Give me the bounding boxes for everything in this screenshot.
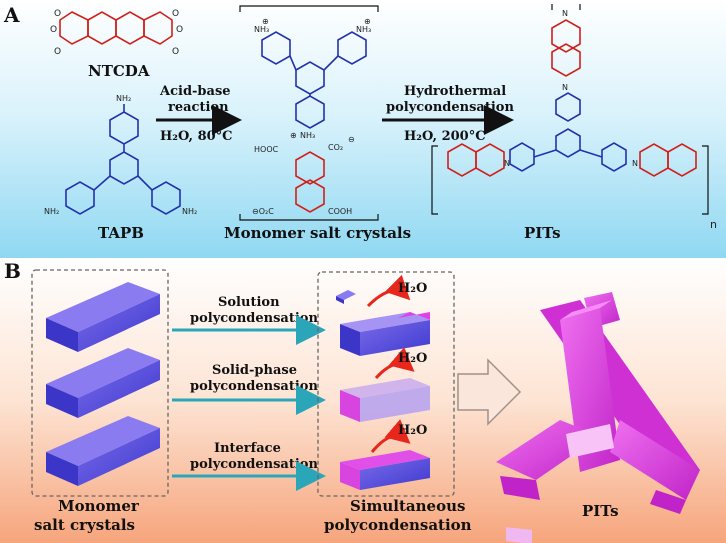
arrow2-text-1: Hydrothermal [404, 84, 506, 99]
arrow1-condition: H₂O, 80°C [160, 129, 233, 144]
svg-text:NH₃: NH₃ [254, 25, 269, 34]
salt-structure: ⊕ NH₃ ⊕ NH₃ ⊕ NH₃ HOOC CO₂ ⊖ ⊖O₂C COOH [239, 5, 379, 221]
route-interface-2: polycondensation [190, 457, 318, 472]
svg-text:CO₂: CO₂ [328, 143, 343, 152]
pits-label-a: PITs [524, 224, 561, 242]
svg-text:NH₂: NH₂ [44, 207, 59, 216]
ntcda-label: NTCDA [88, 62, 150, 80]
svg-text:O: O [172, 9, 179, 19]
route-interface-1: Interface [214, 441, 281, 456]
pits-structure: N N N N n [431, 4, 717, 231]
panel-b-label: B [4, 259, 21, 283]
svg-text:N: N [504, 159, 510, 168]
svg-text:⊕: ⊕ [364, 17, 371, 26]
svg-text:NH₃: NH₃ [356, 25, 371, 34]
simultaneous-box [317, 271, 455, 497]
svg-text:N: N [562, 9, 568, 18]
arrow1-text-1: Acid-base [159, 84, 231, 99]
h2o-3: H₂O [398, 423, 427, 438]
pits-label-b: PITs [582, 502, 619, 520]
block-solution [336, 274, 430, 356]
monomer-label-2: salt crystals [34, 516, 135, 534]
svg-text:NH₂: NH₂ [182, 207, 197, 216]
h2o-1: H₂O [398, 281, 427, 296]
crystal-1 [46, 282, 160, 352]
salt-label: Monomer salt crystals [224, 224, 411, 242]
svg-text:⊕: ⊕ [262, 17, 269, 26]
svg-text:COOH: COOH [328, 207, 352, 216]
tapb-label: TAPB [98, 224, 144, 242]
arrow1-text-2: reaction [168, 100, 229, 115]
svg-text:N: N [632, 159, 638, 168]
svg-text:O: O [50, 25, 57, 35]
simultaneous-label-1: Simultaneous [350, 497, 465, 515]
route-solution-1: Solution [218, 295, 280, 310]
monomer-box [31, 269, 169, 497]
ntcda-structure: O O O O O O [50, 9, 183, 57]
hollow-arrow [457, 358, 522, 426]
svg-text:n: n [710, 218, 717, 231]
arrow2-text-2: polycondensation [386, 100, 514, 115]
svg-text:N: N [562, 83, 568, 92]
svg-text:NH₂: NH₂ [116, 94, 131, 103]
simultaneous-label-2: polycondensation [324, 516, 472, 534]
svg-text:⊖: ⊖ [348, 135, 355, 144]
route-solution-2: polycondensation [190, 311, 318, 326]
route-solid-1: Solid-phase [212, 363, 297, 378]
svg-text:HOOC: HOOC [254, 145, 279, 154]
h2o-2: H₂O [398, 351, 427, 366]
svg-text:O: O [54, 47, 61, 57]
svg-text:O: O [172, 47, 179, 57]
tapb-structure: NH₂ NH₂ NH₂ [44, 94, 197, 216]
svg-text:⊕: ⊕ [290, 131, 297, 140]
panel-a-label: A [3, 3, 20, 27]
svg-text:NH₃: NH₃ [300, 131, 315, 140]
svg-text:O: O [176, 25, 183, 35]
svg-text:⊖O₂C: ⊖O₂C [252, 207, 274, 216]
svg-text:O: O [54, 9, 61, 19]
pits-tubes [496, 292, 700, 543]
crystal-3 [46, 416, 160, 486]
crystal-2 [46, 348, 160, 418]
monomer-label-1: Monomer [58, 497, 140, 515]
block-solid [340, 347, 430, 422]
block-interface [340, 419, 430, 490]
route-solid-2: polycondensation [190, 379, 318, 394]
panel-a-bg [0, 0, 726, 258]
arrow2-condition: H₂O, 200°C [404, 129, 486, 144]
